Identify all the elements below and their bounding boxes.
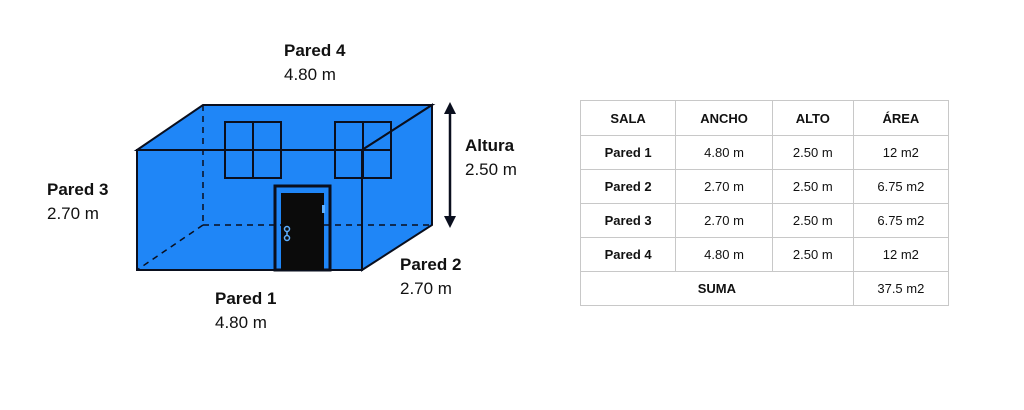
cell-alto: 2.50 m: [771, 237, 854, 272]
cell-sala: Pared 2: [579, 169, 677, 204]
door-hinge: [322, 205, 325, 213]
perspective-line: [361, 104, 433, 151]
area-table: SALA ANCHO ALTO ÁREA Pared 1 4.80 m 2.50…: [579, 100, 950, 306]
label-pared-2: Pared 2 2.70 m: [400, 253, 461, 301]
label-value: 4.80 m: [215, 313, 267, 332]
table-sum-row: SUMA 37.5 m2: [580, 271, 950, 306]
cell-ancho: 2.70 m: [675, 169, 773, 204]
label-pared-4: Pared 4 4.80 m: [284, 39, 345, 87]
cell-area: 12 m2: [852, 237, 950, 272]
table-row: Pared 4 4.80 m 2.50 m 12 m2: [579, 237, 950, 272]
label-value: 2.70 m: [47, 204, 99, 223]
label-value: 2.70 m: [400, 279, 452, 298]
door-handle-icon: [283, 225, 291, 242]
cell-area: 12 m2: [852, 135, 950, 170]
window-left: [224, 121, 282, 179]
table-row: Pared 3 2.70 m 2.50 m 6.75 m2: [579, 203, 950, 238]
label-pared-1: Pared 1 4.80 m: [215, 287, 276, 335]
room-front-face: [136, 149, 363, 271]
cell-sala: Pared 3: [579, 203, 677, 238]
height-arrow-icon: [444, 102, 456, 228]
cell-ancho: 2.70 m: [675, 203, 773, 238]
sum-value: 37.5 m2: [852, 271, 950, 306]
cell-sala: Pared 4: [579, 237, 677, 272]
header-ancho: ANCHO: [675, 100, 773, 136]
table-row: Pared 2 2.70 m 2.50 m 6.75 m2: [579, 169, 950, 204]
label-altura: Altura 2.50 m: [465, 134, 517, 182]
cell-alto: 2.50 m: [771, 203, 854, 238]
label-title: Pared 4: [284, 41, 346, 60]
cell-ancho: 4.80 m: [675, 237, 773, 272]
header-area: ÁREA: [852, 100, 950, 136]
label-title: Pared 1: [215, 289, 277, 308]
cell-alto: 2.50 m: [771, 135, 854, 170]
cell-alto: 2.50 m: [771, 169, 854, 204]
cell-sala: Pared 1: [579, 135, 677, 170]
table-header-row: SALA ANCHO ALTO ÁREA: [579, 100, 950, 136]
label-title: Pared 3: [47, 180, 109, 199]
sum-label: SUMA: [580, 271, 854, 306]
label-pared-3: Pared 3 2.70 m: [47, 178, 108, 226]
cell-area: 6.75 m2: [852, 203, 950, 238]
label-title: Altura: [465, 136, 515, 155]
label-value: 2.50 m: [465, 160, 517, 179]
header-alto: ALTO: [771, 100, 854, 136]
cell-ancho: 4.80 m: [675, 135, 773, 170]
label-title: Pared 2: [400, 255, 462, 274]
table-row: Pared 1 4.80 m 2.50 m 12 m2: [579, 135, 950, 170]
header-sala: SALA: [579, 100, 677, 136]
cell-area: 6.75 m2: [852, 169, 950, 204]
label-value: 4.80 m: [284, 65, 336, 84]
